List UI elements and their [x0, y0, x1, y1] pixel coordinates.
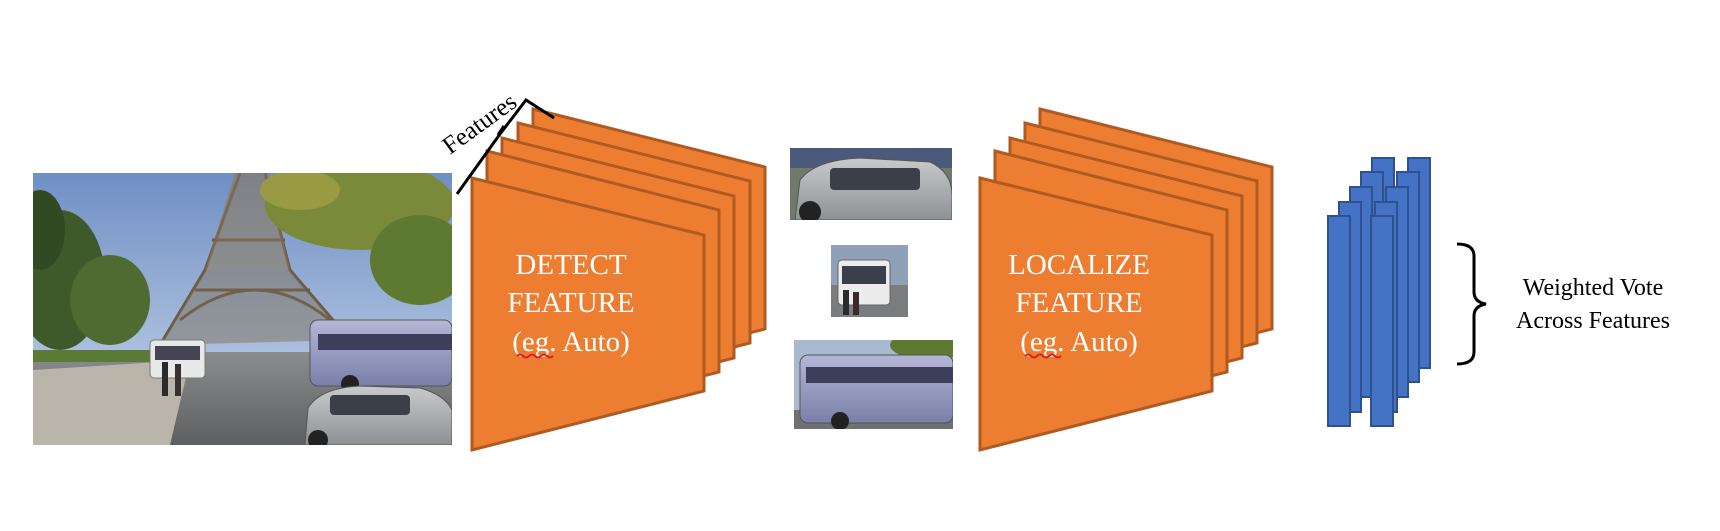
localize-feature-stack [978, 107, 1274, 452]
detect-feature-stack [470, 107, 767, 452]
output-label-line1: Weighted Vote [1523, 275, 1664, 301]
detect-layer-1 [470, 176, 706, 452]
detect-label-line1: DETECT [515, 249, 626, 281]
vote-bar [1370, 215, 1394, 427]
street-scene-photo [33, 173, 452, 445]
spellcheck-underline-1 [516, 353, 554, 359]
detect-label-line3: (eg. Auto) [512, 326, 630, 358]
localize-label-line1: LOCALIZE [1008, 249, 1150, 281]
bus-side-crop-photo [794, 340, 953, 429]
localize-label-line2: FEATURE [1015, 287, 1142, 319]
vote-bar [1327, 215, 1351, 427]
spellcheck-underline-2 [1024, 353, 1062, 359]
detect-label-line2: FEATURE [507, 287, 634, 319]
curly-brace [1456, 242, 1487, 366]
localize-label: LOCALIZE FEATURE (eg. Auto) [1008, 249, 1150, 358]
car-crop-photo [790, 148, 952, 220]
localize-label-line3: (eg. Auto) [1020, 326, 1138, 358]
bus-front-crop-photo [831, 245, 908, 317]
detect-label: DETECT FEATURE (eg. Auto) [507, 249, 634, 358]
feature-vote-bars [1327, 157, 1431, 427]
output-label-line2: Across Features [1516, 308, 1670, 334]
features-bracket [455, 97, 555, 195]
localize-layer-1 [978, 176, 1214, 452]
